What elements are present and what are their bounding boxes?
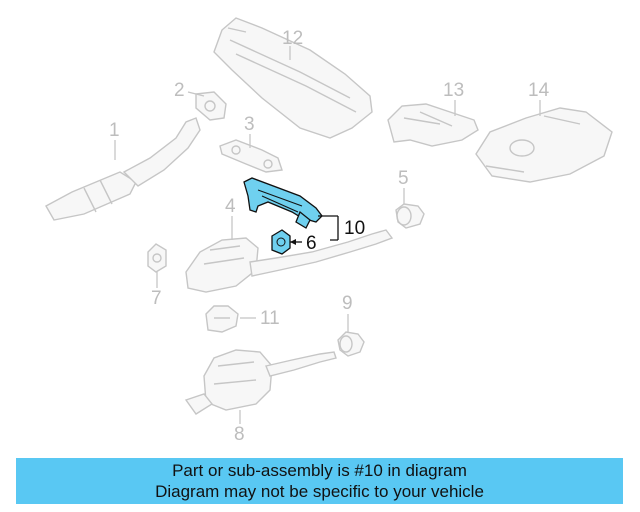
exhaust-parts-diagram: 12 2 13 14 1 3 5 — [45, 17, 613, 445]
part-10-exhaust-bracket[interactable] — [243, 177, 323, 229]
callout-12[interactable]: 12 — [282, 28, 303, 49]
part-2-gasket[interactable] — [195, 91, 227, 121]
part-8-rear-muffler[interactable] — [184, 349, 337, 415]
part-7-hanger[interactable] — [147, 243, 167, 273]
callout-10[interactable]: 10 — [344, 218, 365, 239]
part-9-clamp[interactable] — [337, 331, 365, 357]
part-5-clamp[interactable] — [395, 203, 425, 229]
banner-line-disclaimer: Diagram may not be specific to your vehi… — [155, 482, 484, 501]
callout-4[interactable]: 4 — [225, 196, 236, 217]
callout-6[interactable]: 6 — [306, 233, 317, 254]
callout-2[interactable]: 2 — [174, 80, 185, 101]
callout-5[interactable]: 5 — [398, 168, 409, 189]
part-1-catalytic-converter[interactable] — [45, 117, 201, 221]
callout-7[interactable]: 7 — [151, 288, 162, 309]
callout-11[interactable]: 11 — [260, 308, 280, 329]
part-13-bracket[interactable] — [387, 103, 479, 147]
callout-3[interactable]: 3 — [244, 114, 255, 135]
part-3-flange[interactable] — [219, 139, 283, 173]
part-info-banner: Part or sub-assembly is #10 in diagram D… — [16, 458, 623, 504]
part-11-mount[interactable] — [205, 305, 239, 333]
callout-1[interactable]: 1 — [109, 120, 120, 141]
callout-9[interactable]: 9 — [342, 293, 353, 314]
banner-line-part: Part or sub-assembly is #10 in diagram — [172, 461, 467, 480]
part-6-rubber-hanger[interactable] — [271, 229, 291, 255]
callout-13[interactable]: 13 — [443, 80, 464, 101]
part-14-underbody-shield[interactable] — [475, 107, 613, 183]
callout-8[interactable]: 8 — [234, 424, 245, 445]
callout-14[interactable]: 14 — [528, 80, 550, 101]
part-12-heat-shield[interactable] — [213, 17, 373, 139]
part-4-center-muffler[interactable] — [185, 229, 394, 293]
